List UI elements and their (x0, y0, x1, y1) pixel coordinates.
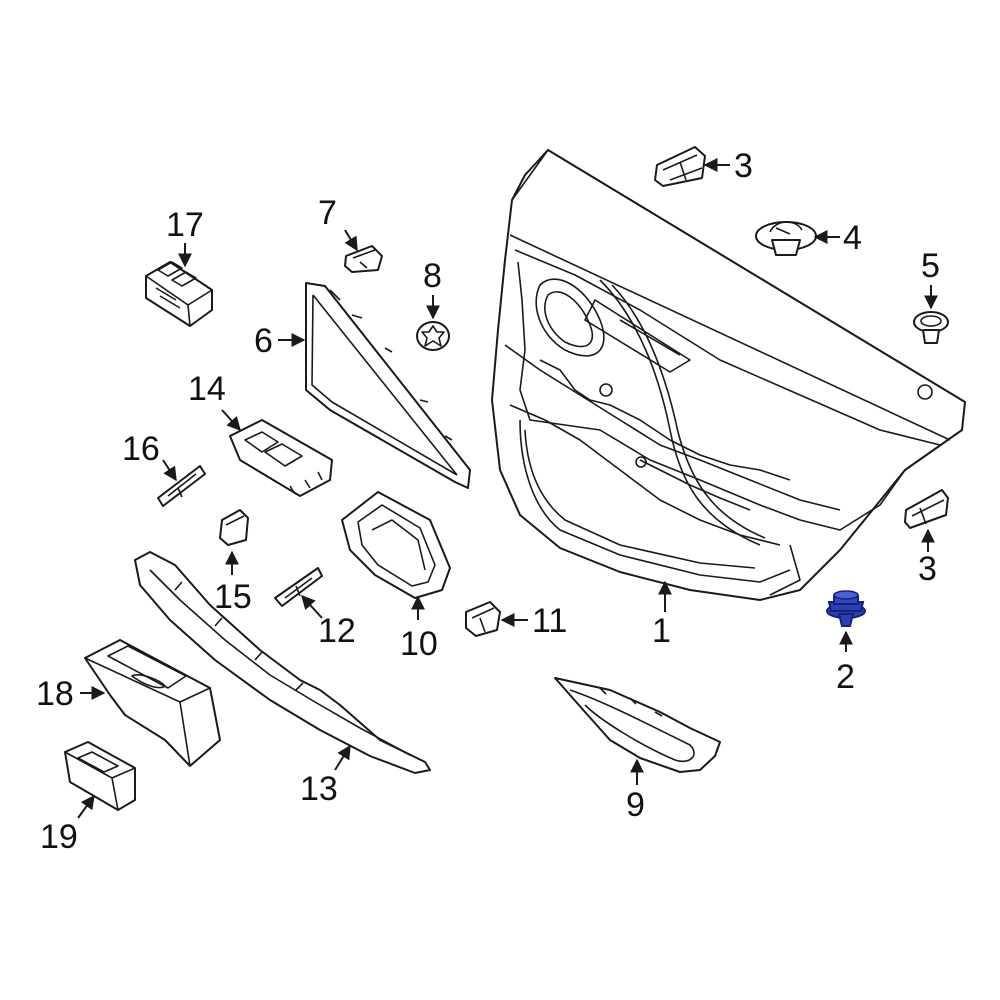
callout-2: 2 (836, 630, 855, 696)
callout-label-5: 5 (921, 247, 940, 285)
grab-handle-part-10[interactable] (341, 491, 451, 599)
star-clip-part-8[interactable] (416, 321, 450, 351)
callout-5: 5 (921, 247, 940, 310)
callout-label-6: 6 (254, 322, 273, 360)
callout-12: 12 (301, 594, 356, 650)
callout-label-8: 8 (423, 257, 442, 295)
tray-part-19[interactable] (64, 741, 136, 811)
push-clip-part-2[interactable] (826, 590, 866, 627)
callout-4: 4 (813, 219, 862, 257)
clip-part-15[interactable] (219, 509, 249, 546)
callout-label-3-right: 3 (918, 550, 937, 588)
callout-15: 15 (214, 550, 252, 616)
callout-16: 16 (122, 430, 177, 482)
callout-label-13: 13 (300, 770, 338, 808)
handle-trim-part-9[interactable] (554, 677, 721, 773)
callout-13: 13 (300, 744, 351, 808)
callout-label-18: 18 (36, 675, 74, 713)
armrest-trim-part-13[interactable] (134, 551, 431, 774)
callout-1: 1 (652, 580, 672, 650)
callout-9: 9 (626, 758, 645, 824)
callout-14: 14 (188, 370, 241, 432)
callout-label-17: 17 (166, 206, 204, 244)
callout-label-19: 19 (40, 818, 78, 856)
bracket-part-3-right[interactable] (904, 489, 949, 529)
callout-11: 11 (500, 602, 567, 640)
callout-label-1: 1 (652, 612, 671, 650)
callout-10: 10 (400, 595, 438, 663)
clip-part-11[interactable] (465, 601, 501, 637)
callout-8: 8 (423, 257, 442, 320)
bracket-part-3-top[interactable] (654, 146, 706, 187)
callout-7: 7 (318, 194, 358, 252)
callout-label-14: 14 (188, 370, 226, 408)
callout-label-10: 10 (400, 625, 438, 663)
callout-6: 6 (254, 322, 306, 360)
bracket-part-16[interactable] (157, 465, 206, 507)
plug-part-5[interactable] (913, 311, 949, 344)
callout-3-right: 3 (918, 528, 937, 588)
grommet-part-4[interactable] (755, 221, 817, 256)
callout-label-11: 11 (532, 602, 567, 640)
callout-label-9: 9 (626, 786, 645, 824)
callout-label-3-top: 3 (734, 147, 753, 185)
callout-label-16: 16 (122, 430, 160, 468)
callout-label-4: 4 (843, 219, 862, 257)
switch-bezel-part-14[interactable] (229, 419, 333, 497)
callout-3-top: 3 (703, 147, 753, 185)
callout-19: 19 (40, 794, 95, 856)
bracket-part-12[interactable] (274, 567, 323, 607)
callout-label-12: 12 (318, 612, 356, 650)
callout-label-2: 2 (836, 658, 855, 696)
callout-label-15: 15 (214, 578, 252, 616)
callout-label-7: 7 (318, 194, 337, 232)
callout-18: 18 (36, 675, 106, 713)
triangle-trim-part-6[interactable] (305, 282, 471, 489)
clip-part-7[interactable] (344, 245, 383, 273)
door-trim-panel-part-1[interactable] (491, 149, 966, 601)
window-switch-part-17[interactable] (145, 261, 213, 327)
callout-17: 17 (166, 206, 204, 268)
armrest-pocket-part-18[interactable] (84, 639, 221, 767)
